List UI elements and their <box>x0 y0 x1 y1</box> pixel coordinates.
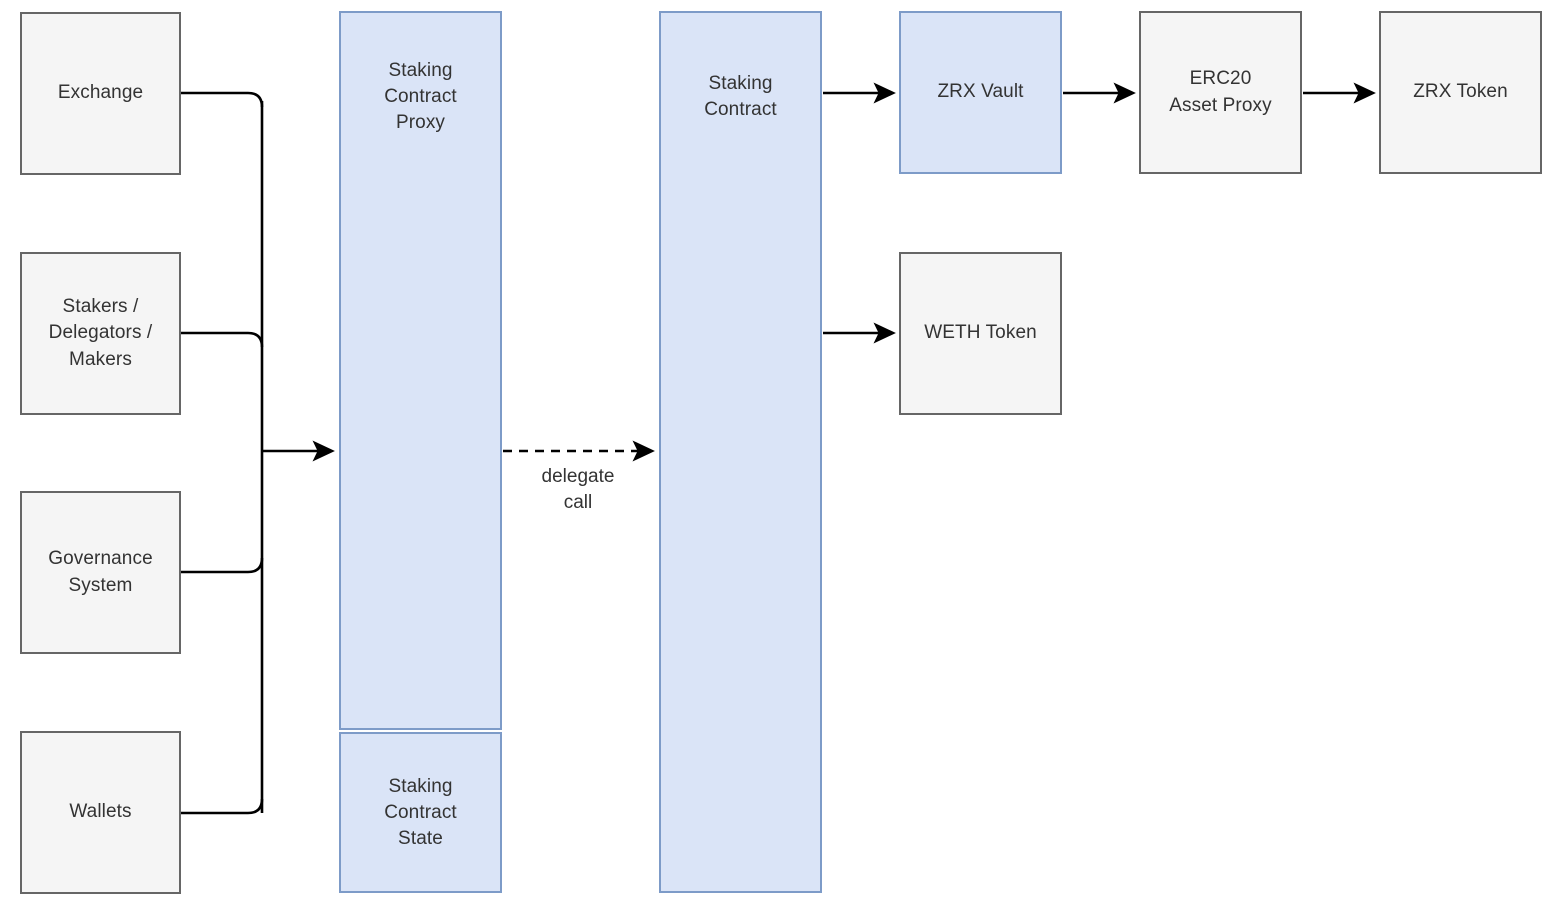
node-exchange-label: Exchange <box>57 82 144 104</box>
edge-exchange-to-trunk <box>181 91 264 108</box>
node-zrx-token-label: ZRX Token <box>1413 81 1508 103</box>
node-zrx-vault[interactable]: ZRX Vault <box>899 11 1062 174</box>
edge-stakers-to-trunk <box>181 331 264 348</box>
node-governance-system[interactable]: Governance System <box>20 491 181 654</box>
node-staking-contract[interactable]: Staking Contract <box>659 11 822 893</box>
node-wallets[interactable]: Wallets <box>20 731 181 894</box>
node-staking-contract-state[interactable]: Staking Contract State <box>339 732 502 893</box>
node-zrx-token[interactable]: ZRX Token <box>1379 11 1542 174</box>
node-governance-system-label: Governance System <box>48 548 153 596</box>
node-wallets-label: Wallets <box>69 801 132 823</box>
node-exchange[interactable]: Exchange <box>20 12 181 175</box>
node-stakers-delegators-makers-label: Stakers / Delegators / Makers <box>48 296 153 370</box>
node-weth-token-label: WETH Token <box>924 322 1037 344</box>
node-staking-contract-proxy-label: Staking Contract Proxy <box>384 60 457 134</box>
node-staking-contract-proxy[interactable]: Staking Contract Proxy <box>339 11 502 730</box>
edge-wallets-to-trunk <box>181 798 264 815</box>
node-weth-token[interactable]: WETH Token <box>899 252 1062 415</box>
node-erc20-asset-proxy-label: ERC20 Asset Proxy <box>1169 68 1272 116</box>
edge-label-delegate-call: delegate call <box>541 466 615 514</box>
node-stakers-delegators-makers[interactable]: Stakers / Delegators / Makers <box>20 252 181 415</box>
edge-governance-to-trunk <box>181 557 264 574</box>
node-staking-contract-state-label: Staking Contract State <box>384 776 457 850</box>
node-staking-contract-label: Staking Contract <box>704 73 777 121</box>
node-zrx-vault-label: ZRX Vault <box>937 81 1024 103</box>
node-erc20-asset-proxy[interactable]: ERC20 Asset Proxy <box>1139 11 1302 174</box>
